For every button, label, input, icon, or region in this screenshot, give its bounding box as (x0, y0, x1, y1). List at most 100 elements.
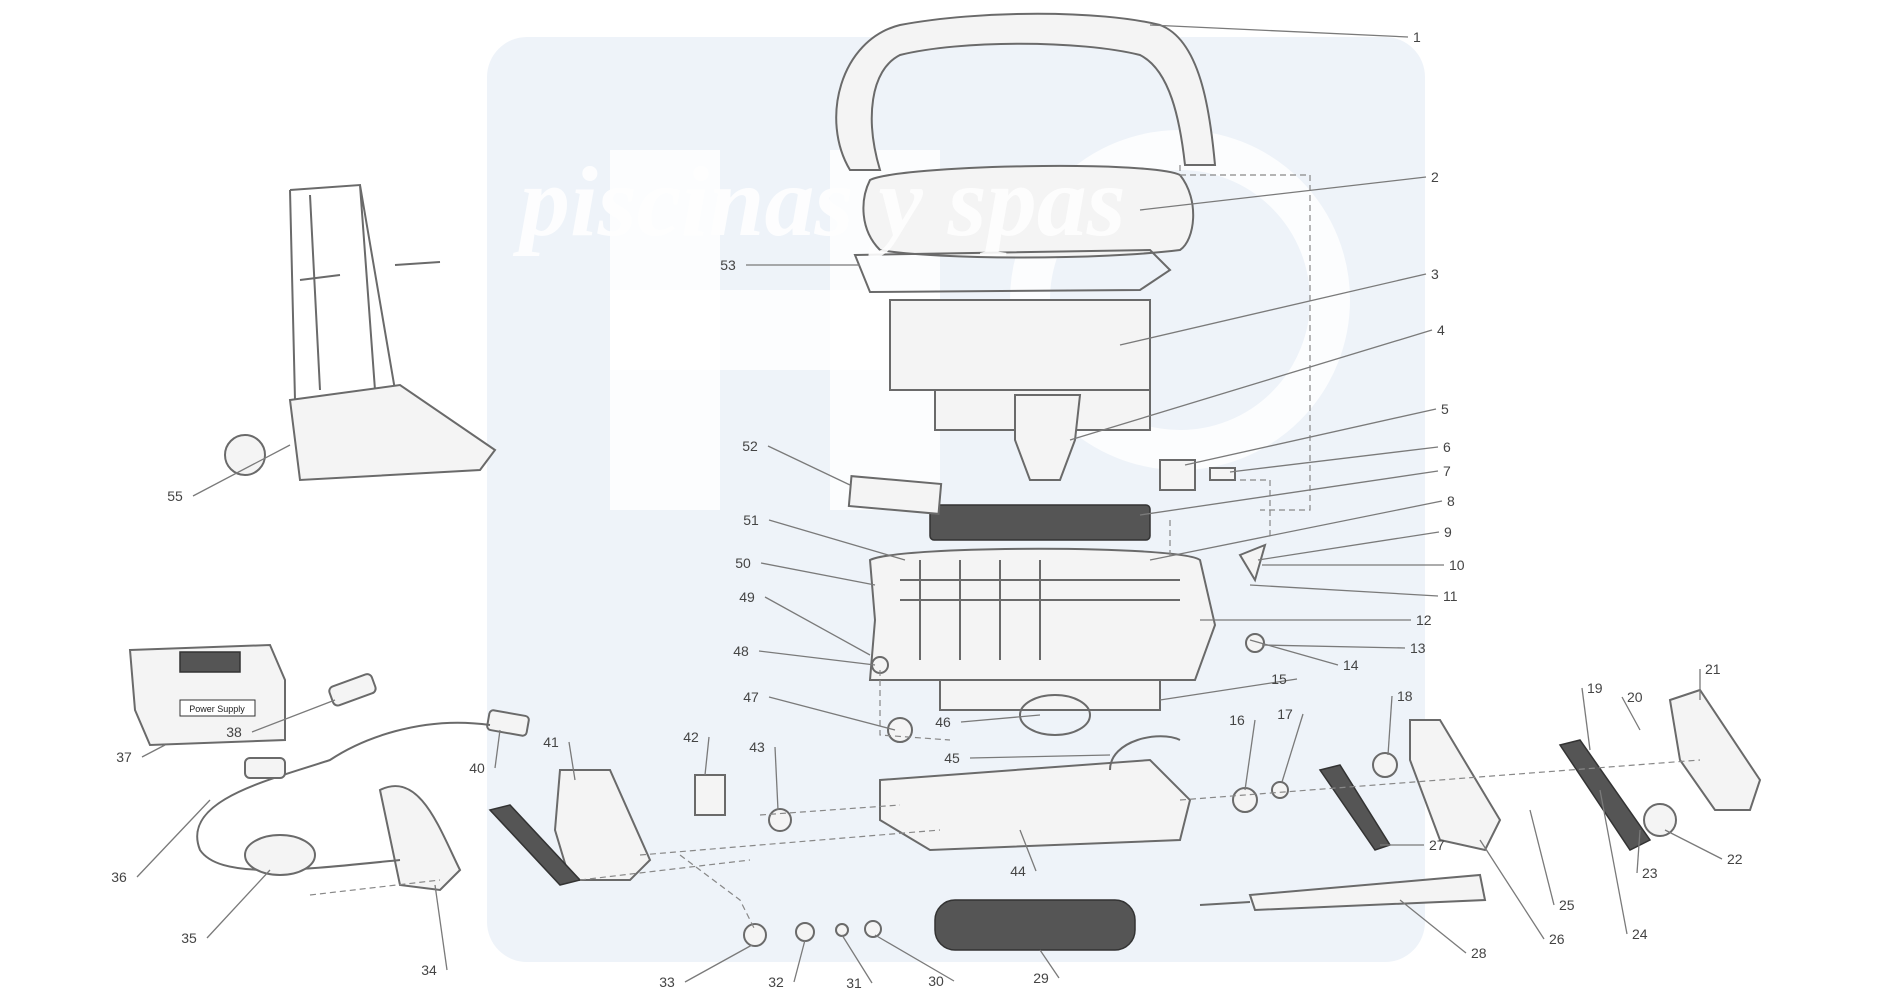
part-power-supply: Power Supply (128, 643, 286, 747)
part-label-12: 12 (1416, 612, 1432, 628)
leader-line-34 (434, 884, 448, 971)
leader-line-36 (136, 799, 211, 878)
part-label-31: 31 (846, 975, 862, 991)
part-pin-6 (1209, 467, 1236, 481)
leader-line-38 (251, 699, 336, 733)
part-side-plate-left (553, 769, 652, 881)
leader-line-22 (1664, 829, 1723, 860)
leader-line-40 (494, 729, 501, 769)
part-label-14: 14 (1343, 657, 1359, 673)
part-label-37: 37 (116, 749, 132, 765)
leader-line-18 (1387, 695, 1393, 756)
part-label-9: 9 (1444, 524, 1452, 540)
part-label-20: 20 (1627, 689, 1643, 705)
leader-line-14 (1249, 639, 1339, 666)
part-float-47 (887, 717, 913, 743)
watermark-text: piscinas y spas (512, 146, 1126, 257)
part-main-body (868, 547, 1217, 711)
part-label-7: 7 (1443, 463, 1451, 479)
part-remote (328, 673, 377, 707)
part-brush-roller (934, 899, 1136, 951)
part-swivel-40 (486, 709, 530, 737)
part-label-35: 35 (181, 930, 197, 946)
part-label-44: 44 (1010, 863, 1026, 879)
leader-line-9 (1257, 531, 1440, 561)
part-impeller-46 (1019, 694, 1091, 736)
part-side-cover-left (378, 785, 462, 892)
part-label-17: 17 (1277, 706, 1293, 722)
leader-line-3 (1119, 273, 1427, 346)
leader-line-1 (1149, 24, 1409, 38)
part-label-30: 30 (928, 973, 944, 989)
part-label-23: 23 (1642, 865, 1658, 881)
part-axle-tube (1199, 873, 1487, 912)
leader-line-41 (568, 741, 576, 781)
part-label-36: 36 (111, 869, 127, 885)
part-plate (847, 475, 943, 515)
leader-line-37 (141, 744, 166, 758)
part-label-8: 8 (1447, 493, 1455, 509)
part-label-52: 52 (742, 438, 758, 454)
leader-line-5 (1184, 408, 1437, 466)
part-label-53: 53 (720, 257, 736, 273)
part-label-29: 29 (1033, 970, 1049, 986)
part-side-plate-right (1409, 719, 1502, 852)
part-bushing-30 (864, 920, 882, 938)
part-label-10: 10 (1449, 557, 1465, 573)
leader-line-4 (1069, 329, 1433, 441)
leader-line-49 (764, 596, 871, 656)
leader-line-11 (1249, 584, 1439, 597)
part-cable-45 (1109, 735, 1181, 771)
part-caddy (224, 183, 497, 482)
leader-line-33 (684, 944, 753, 983)
leader-line-6 (1229, 446, 1439, 473)
watermark-logo (487, 37, 1425, 962)
part-connector-42 (694, 774, 726, 816)
part-pulley-16 (1232, 787, 1258, 813)
part-label-25: 25 (1559, 897, 1575, 913)
part-gear-22 (1643, 803, 1677, 837)
leader-line-51 (768, 519, 906, 561)
part-label-55: 55 (167, 488, 183, 504)
part-label-13: 13 (1410, 640, 1426, 656)
part-label-24: 24 (1632, 926, 1648, 942)
leader-line-31 (841, 934, 873, 984)
part-nut-43 (768, 808, 792, 832)
leader-line-30 (874, 934, 955, 982)
part-ring-31 (835, 923, 849, 937)
power-supply-label: Power Supply (189, 704, 245, 714)
part-label-27: 27 (1429, 837, 1445, 853)
part-clip-9 (1238, 543, 1267, 583)
part-float-35 (244, 834, 316, 876)
part-label-4: 4 (1437, 322, 1445, 338)
leader-line-16 (1244, 719, 1256, 791)
leader-line-44 (1019, 829, 1037, 872)
leader-line-42 (704, 736, 710, 776)
part-label-38: 38 (226, 724, 242, 740)
leader-line-24 (1599, 789, 1628, 935)
part-label-22: 22 (1727, 851, 1743, 867)
leader-line-26 (1479, 839, 1545, 940)
part-label-50: 50 (735, 555, 751, 571)
part-gasket (853, 248, 1172, 294)
part-label-6: 6 (1443, 439, 1451, 455)
part-bracket-5 (1159, 459, 1196, 491)
leader-line-45 (969, 754, 1111, 759)
leader-line-19 (1581, 687, 1591, 751)
part-washer-32 (795, 922, 815, 942)
part-label-46: 46 (935, 714, 951, 730)
part-label-19: 19 (1587, 680, 1603, 696)
part-ring-17 (1271, 781, 1289, 799)
part-label-1: 1 (1413, 29, 1421, 45)
part-label-51: 51 (743, 512, 759, 528)
part-label-40: 40 (469, 760, 485, 776)
part-motor-cover (1014, 394, 1082, 481)
leader-line-29 (1039, 949, 1060, 979)
part-label-26: 26 (1549, 931, 1565, 947)
part-label-48: 48 (733, 643, 749, 659)
leader-line-55 (192, 444, 291, 497)
leader-line-47 (768, 696, 896, 731)
